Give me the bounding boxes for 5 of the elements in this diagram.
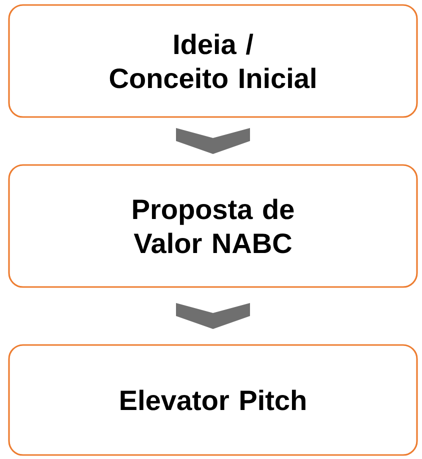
chevron-arrow	[176, 128, 250, 154]
chevron-arrow	[176, 303, 250, 329]
process-box: Proposta de Valor NABC	[8, 164, 418, 288]
process-box: Ideia / Conceito Inicial	[8, 4, 418, 118]
process-box: Elevator Pitch	[8, 344, 418, 456]
